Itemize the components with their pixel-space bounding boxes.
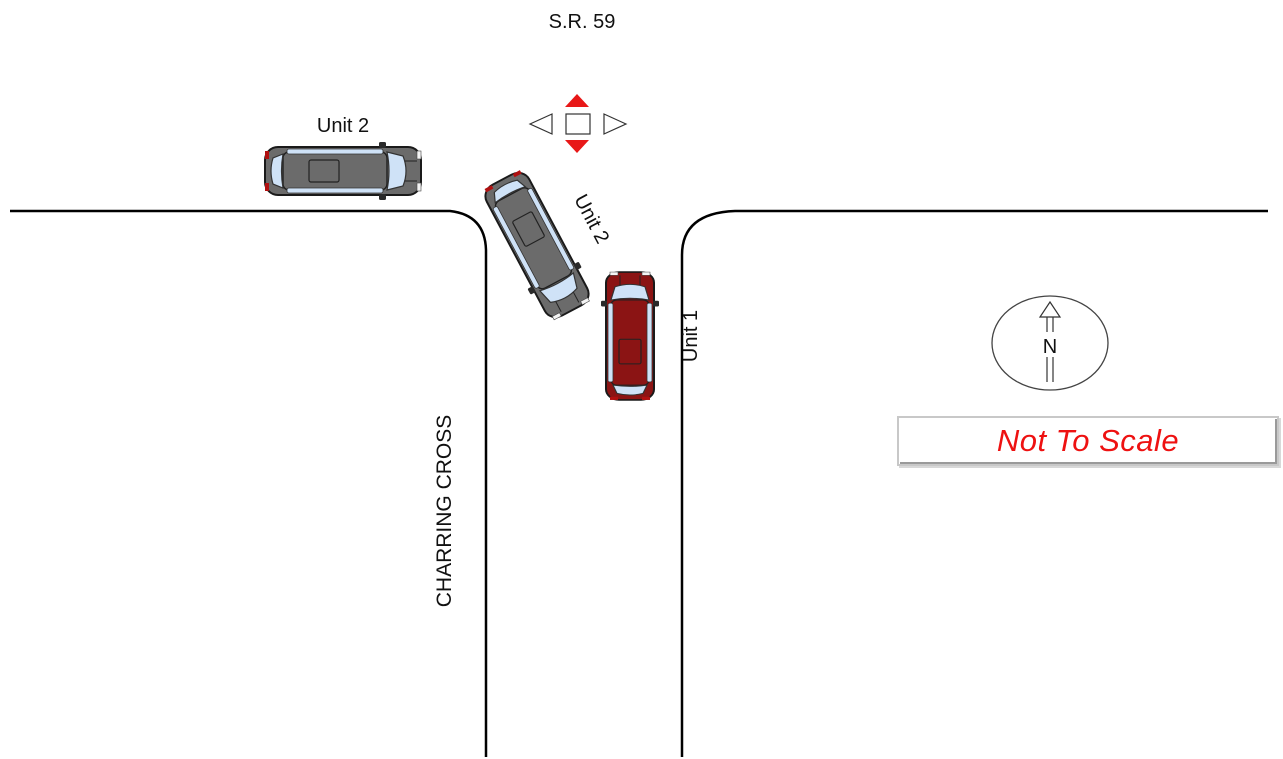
road-label-south: CHARRING CROSS [433,415,456,608]
unit-2-turning-label: Unit 2 [569,191,613,247]
move-arrows-icon[interactable] [528,94,628,153]
compass-letter: N [1043,336,1057,358]
unit-2-parked-label: Unit 2 [317,115,369,137]
vehicle-unit-1[interactable] [600,271,660,401]
vehicle-unit-2-turning[interactable] [475,164,599,326]
arrow-right-icon[interactable] [603,113,628,135]
arrow-left-icon[interactable] [528,113,553,135]
unit-1-label: Unit 1 [680,310,702,362]
north-arrow-icon [991,295,1109,391]
not-to-scale-box: Not To Scale [897,416,1279,466]
road-label-north: S.R. 59 [549,11,616,33]
center-square-icon[interactable] [565,113,591,135]
scale-note: Not To Scale [996,423,1180,458]
road-edge-northeast [680,209,1268,757]
vehicle-unit-2-parked[interactable] [264,141,422,201]
arrow-up-icon[interactable] [565,94,589,107]
arrow-down-icon[interactable] [565,140,589,153]
road-edge-northwest [10,209,488,757]
